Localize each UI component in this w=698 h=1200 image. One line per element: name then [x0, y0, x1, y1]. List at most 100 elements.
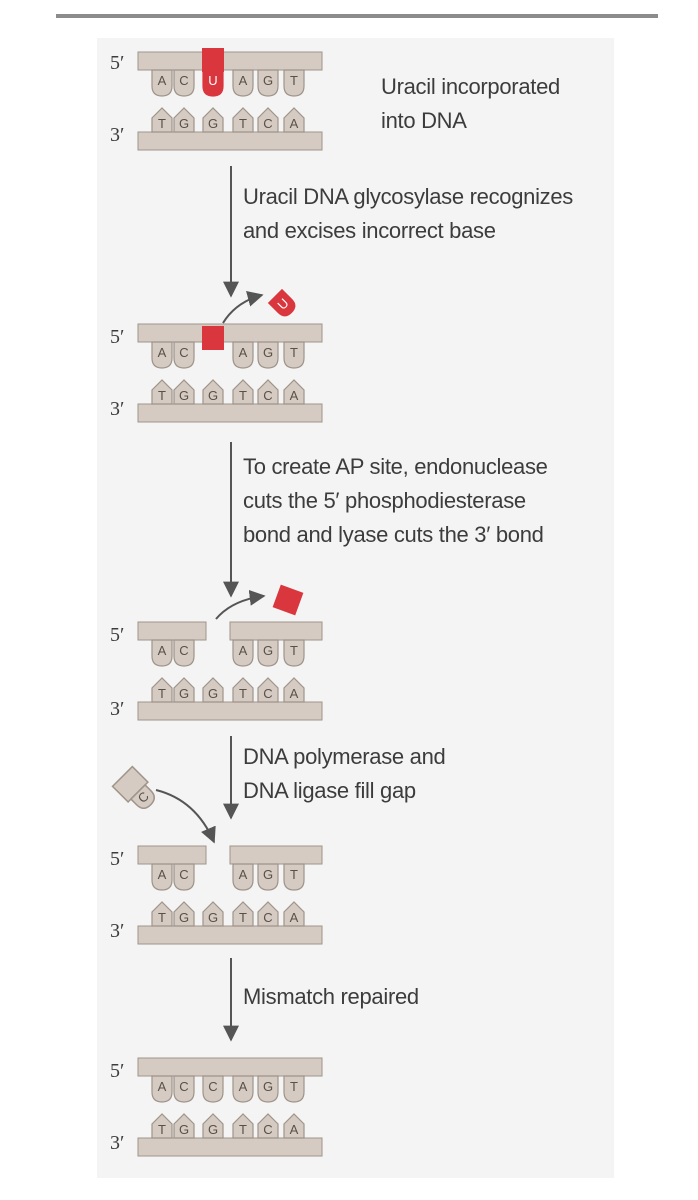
top-base-C	[173, 863, 195, 891]
top-base-letter: C	[179, 867, 188, 882]
top-base-letter: A	[239, 1079, 248, 1094]
bottom-base-letter: G	[208, 686, 218, 701]
bottom-base-T	[232, 107, 254, 133]
bottom-base-letter: A	[290, 686, 299, 701]
step-line: To create AP site, endonuclease	[243, 454, 548, 479]
bottom-base-letter: T	[239, 388, 247, 403]
bottom-base-letter: T	[158, 388, 166, 403]
three-prime-label-4: 3′	[110, 920, 125, 942]
bottom-base-letter: T	[158, 1122, 166, 1137]
bottom-base-G	[173, 1113, 195, 1139]
top-base-letter: G	[263, 345, 273, 360]
top-base-A	[232, 341, 254, 369]
bottom-base-C	[257, 379, 279, 405]
bottom-base-T	[151, 107, 173, 133]
top-backbone	[137, 323, 323, 343]
removed-sugar-block	[272, 584, 304, 616]
bottom-base-letter: T	[239, 116, 247, 131]
bottom-base-C	[257, 677, 279, 703]
bottom-base-letter: T	[239, 910, 247, 925]
top-base-T	[283, 863, 305, 891]
bottom-base-letter: G	[208, 116, 218, 131]
top-base-letter: G	[263, 643, 273, 658]
top-base-letter: T	[290, 643, 298, 658]
bottom-base-letter: A	[290, 910, 299, 925]
bottom-base-letter: G	[179, 388, 189, 403]
bottom-base-letter: G	[208, 388, 218, 403]
top-base-A	[232, 863, 254, 891]
bottom-base-G	[202, 677, 224, 703]
bottom-base-letter: T	[158, 116, 166, 131]
top-divider	[56, 14, 658, 18]
top-base-C	[173, 341, 195, 369]
step-label-ap-site: To create AP site, endonuclease cuts the…	[243, 450, 548, 552]
ap-removal-curved-arrow	[215, 589, 266, 620]
bottom-base-T	[232, 901, 254, 927]
top-base-letter: A	[158, 643, 167, 658]
three-prime-label-3: 3′	[110, 698, 125, 720]
bottom-base-letter: G	[179, 116, 189, 131]
uracil-sugar	[202, 48, 224, 72]
top-base-letter: C	[179, 643, 188, 658]
top-backbone-left	[137, 845, 207, 865]
top-base-letter: T	[290, 867, 298, 882]
step-line: DNA polymerase and	[243, 744, 446, 769]
bottom-base-letter: A	[290, 388, 299, 403]
top-base-A	[151, 639, 173, 667]
caption-line-2: into DNA	[381, 108, 467, 133]
bottom-backbone	[137, 403, 323, 423]
top-base-G	[257, 863, 279, 891]
fill-gap-curved-arrow	[155, 789, 216, 844]
bottom-backbone	[137, 1137, 323, 1157]
bottom-backbone	[137, 701, 323, 721]
step-label-glycosylase: Uracil DNA glycosylase recognizes and ex…	[243, 180, 573, 248]
top-base-letter: C	[208, 1079, 217, 1094]
top-base-A	[232, 639, 254, 667]
top-base-C	[202, 1075, 224, 1103]
step-line: Uracil DNA glycosylase recognizes	[243, 184, 574, 209]
top-base-letter: A	[239, 643, 248, 658]
five-prime-label-3: 5′	[110, 624, 125, 646]
top-base-A	[232, 1075, 254, 1103]
bottom-base-T	[151, 901, 173, 927]
top-base-letter: A	[158, 345, 167, 360]
top-base-letter: G	[263, 73, 273, 88]
top-base-letter: A	[158, 1079, 167, 1094]
bottom-base-T	[151, 677, 173, 703]
top-base-letter: A	[158, 73, 167, 88]
three-prime-label-2: 3′	[110, 398, 125, 420]
five-prime-label-5: 5′	[110, 1060, 125, 1082]
five-prime-label-1: 5′	[110, 52, 125, 74]
bottom-base-G	[173, 901, 195, 927]
top-base-letter: A	[239, 73, 248, 88]
step-label-mismatch-repaired: Mismatch repaired	[243, 980, 419, 1014]
top-base-U	[202, 69, 224, 97]
stage-caption-uracil-incorporated: Uracil incorporated into DNA	[381, 70, 560, 138]
bottom-base-T	[232, 677, 254, 703]
bottom-base-A	[283, 677, 305, 703]
top-base-C	[173, 69, 195, 97]
top-base-T	[283, 341, 305, 369]
top-backbone	[137, 51, 323, 71]
bottom-base-letter: C	[263, 116, 272, 131]
top-base-G	[257, 1075, 279, 1103]
top-backbone-right	[229, 845, 323, 865]
bottom-base-letter: G	[208, 910, 218, 925]
bottom-base-G	[173, 677, 195, 703]
caption-line-1: Uracil incorporated	[381, 74, 560, 99]
bottom-base-letter: G	[179, 1122, 189, 1137]
bottom-base-letter: T	[158, 910, 166, 925]
step-line: cuts the 5′ phosphodiesterase	[243, 488, 526, 513]
top-base-A	[151, 1075, 173, 1103]
bottom-backbone	[137, 131, 323, 151]
top-backbone-left	[137, 621, 207, 641]
top-base-G	[257, 341, 279, 369]
bottom-base-letter: C	[263, 910, 272, 925]
top-base-T	[283, 69, 305, 97]
step-line: DNA ligase fill gap	[243, 778, 416, 803]
